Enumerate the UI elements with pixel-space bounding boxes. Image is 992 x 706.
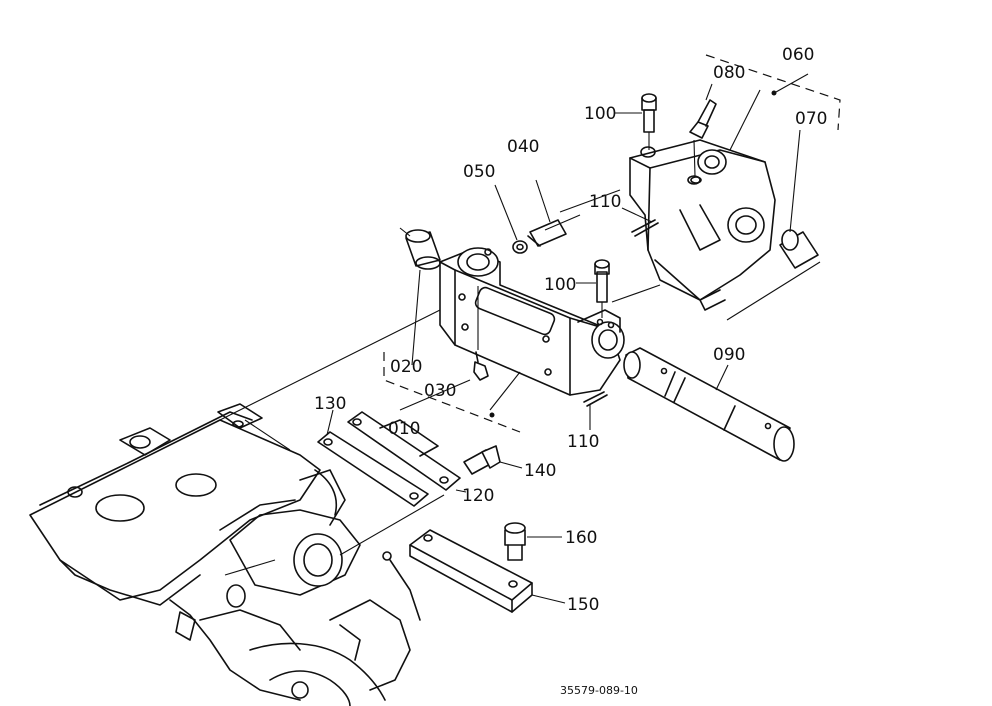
callout-130: 130 [314,394,346,414]
engine-block [29,403,421,706]
grease-nipple-080 [689,83,717,184]
callout-100-upper: 100 [584,104,616,124]
upper-bracket-060 [629,139,776,311]
bolt-140 [463,445,523,475]
callout-070: 070 [795,109,827,129]
callout-110-lower: 110 [567,432,599,452]
callout-020: 020 [390,357,422,377]
bolt-160 [504,522,562,561]
callout-060: 060 [782,45,814,65]
alignment-dot-010 [489,412,495,418]
grease-nipple-030 [473,286,489,381]
plate-120 [347,411,467,493]
callout-110-upper: 110 [589,192,621,212]
callout-100-lower: 100 [544,275,576,295]
main-bracket-010 [439,247,625,396]
callout-120: 120 [462,486,494,506]
bushing-070 [779,129,819,269]
washer-050 [494,184,528,254]
bushing-020 [405,229,441,366]
callout-040: 040 [507,137,539,157]
callout-010: 010 [388,419,420,439]
gasket-130 [317,409,429,507]
callout-030: 030 [424,381,456,401]
cotter-pin-110-upper [621,207,659,237]
alignment-dot-060 [771,90,777,96]
callout-090: 090 [713,345,745,365]
callout-160: 160 [565,528,597,548]
shaft-090 [623,347,795,462]
bolt-040 [527,179,567,247]
callout-150: 150 [567,595,599,615]
callout-140: 140 [524,461,556,481]
cotter-pin-110-lower [583,391,608,430]
assembly-outlines [219,54,841,556]
reference-number: 35579-089-10 [560,684,638,697]
callout-080: 080 [713,63,745,83]
block-150 [409,529,566,613]
pin-100-upper [614,93,657,150]
pin-100-lower [576,259,610,318]
callout-050: 050 [463,162,495,182]
